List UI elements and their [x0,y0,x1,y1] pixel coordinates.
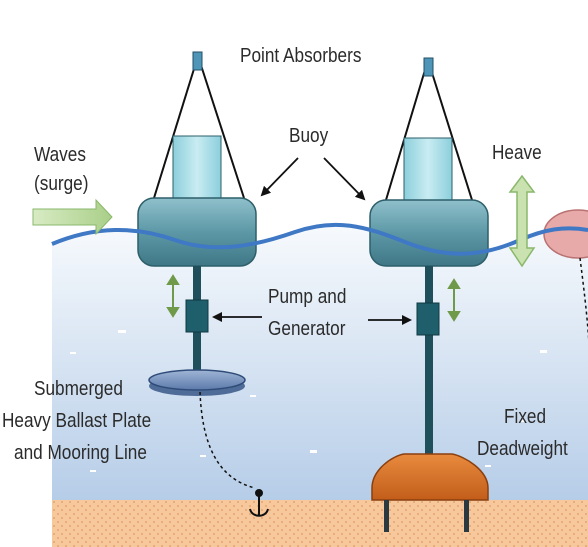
fixed-label-line2: Deadweight [477,438,568,460]
motion-arrow-1 [166,274,180,318]
plate-label-line2: Heavy Ballast Plate [2,410,152,432]
seabed [52,500,588,547]
buoy-2 [369,57,489,456]
plate-label-line3: and Mooring Line [14,442,147,464]
surge-arrow [32,198,113,236]
plate-label-line1: Submerged [34,378,123,400]
title-label: Point Absorbers [240,45,362,67]
third-float [543,209,588,340]
buoy-pointer-left [260,157,299,197]
water-sparkles [70,330,547,472]
motion-arrow-2 [447,278,461,322]
fixed-deadweight [371,453,489,532]
pump-label-line1: Pump and [268,286,347,308]
heave-label: Heave [492,142,542,164]
buoy-pointer-right [323,157,366,201]
buoy-label: Buoy [289,125,329,147]
anchor-icon [249,489,269,517]
ballast-plate [148,369,246,396]
pump-label-line2: Generator [268,318,346,340]
fixed-label-line1: Fixed [504,406,547,428]
waves-label-line1: Waves [34,144,86,166]
waves-label-line2: (surge) [34,173,89,195]
heave-arrow [508,174,536,268]
